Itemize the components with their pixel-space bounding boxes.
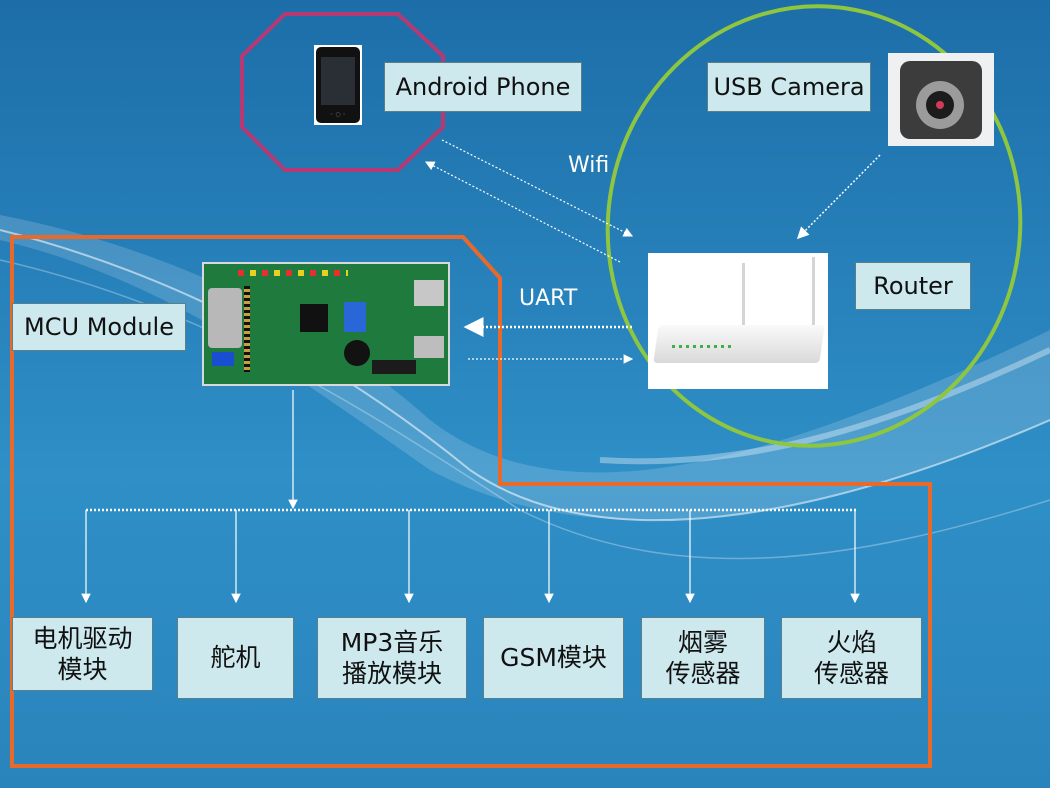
router-image: [648, 253, 828, 389]
mcu-region-border: [10, 235, 932, 768]
android-phone-image: ◦ ○ ◦: [314, 45, 362, 125]
module-mp3-player: MP3音乐 播放模块: [317, 617, 467, 699]
usb-camera-label: USB Camera: [707, 62, 871, 112]
phone-octagon: [240, 12, 445, 172]
module-smoke-sensor: 烟雾 传感器: [641, 617, 765, 699]
arrow-router-to-phone: [424, 161, 621, 263]
router-ellipse: [605, 4, 1023, 448]
arrow-phone-to-router: [441, 139, 634, 237]
usb-camera-image: [888, 53, 994, 146]
android-phone-label: Android Phone: [384, 62, 582, 112]
arrow-camera-to-router: [796, 154, 881, 240]
uart-label: UART: [519, 286, 578, 311]
module-gsm: GSM模块: [483, 617, 624, 699]
mcu-module-label: MCU Module: [12, 303, 186, 351]
module-servo: 舵机: [177, 617, 294, 699]
module-flame-sensor: 火焰 传感器: [781, 617, 922, 699]
wifi-label: Wifi: [568, 153, 610, 178]
router-label: Router: [855, 262, 971, 310]
mcu-board-image: [202, 262, 450, 386]
module-motor-driver: 电机驱动 模块: [12, 617, 153, 691]
